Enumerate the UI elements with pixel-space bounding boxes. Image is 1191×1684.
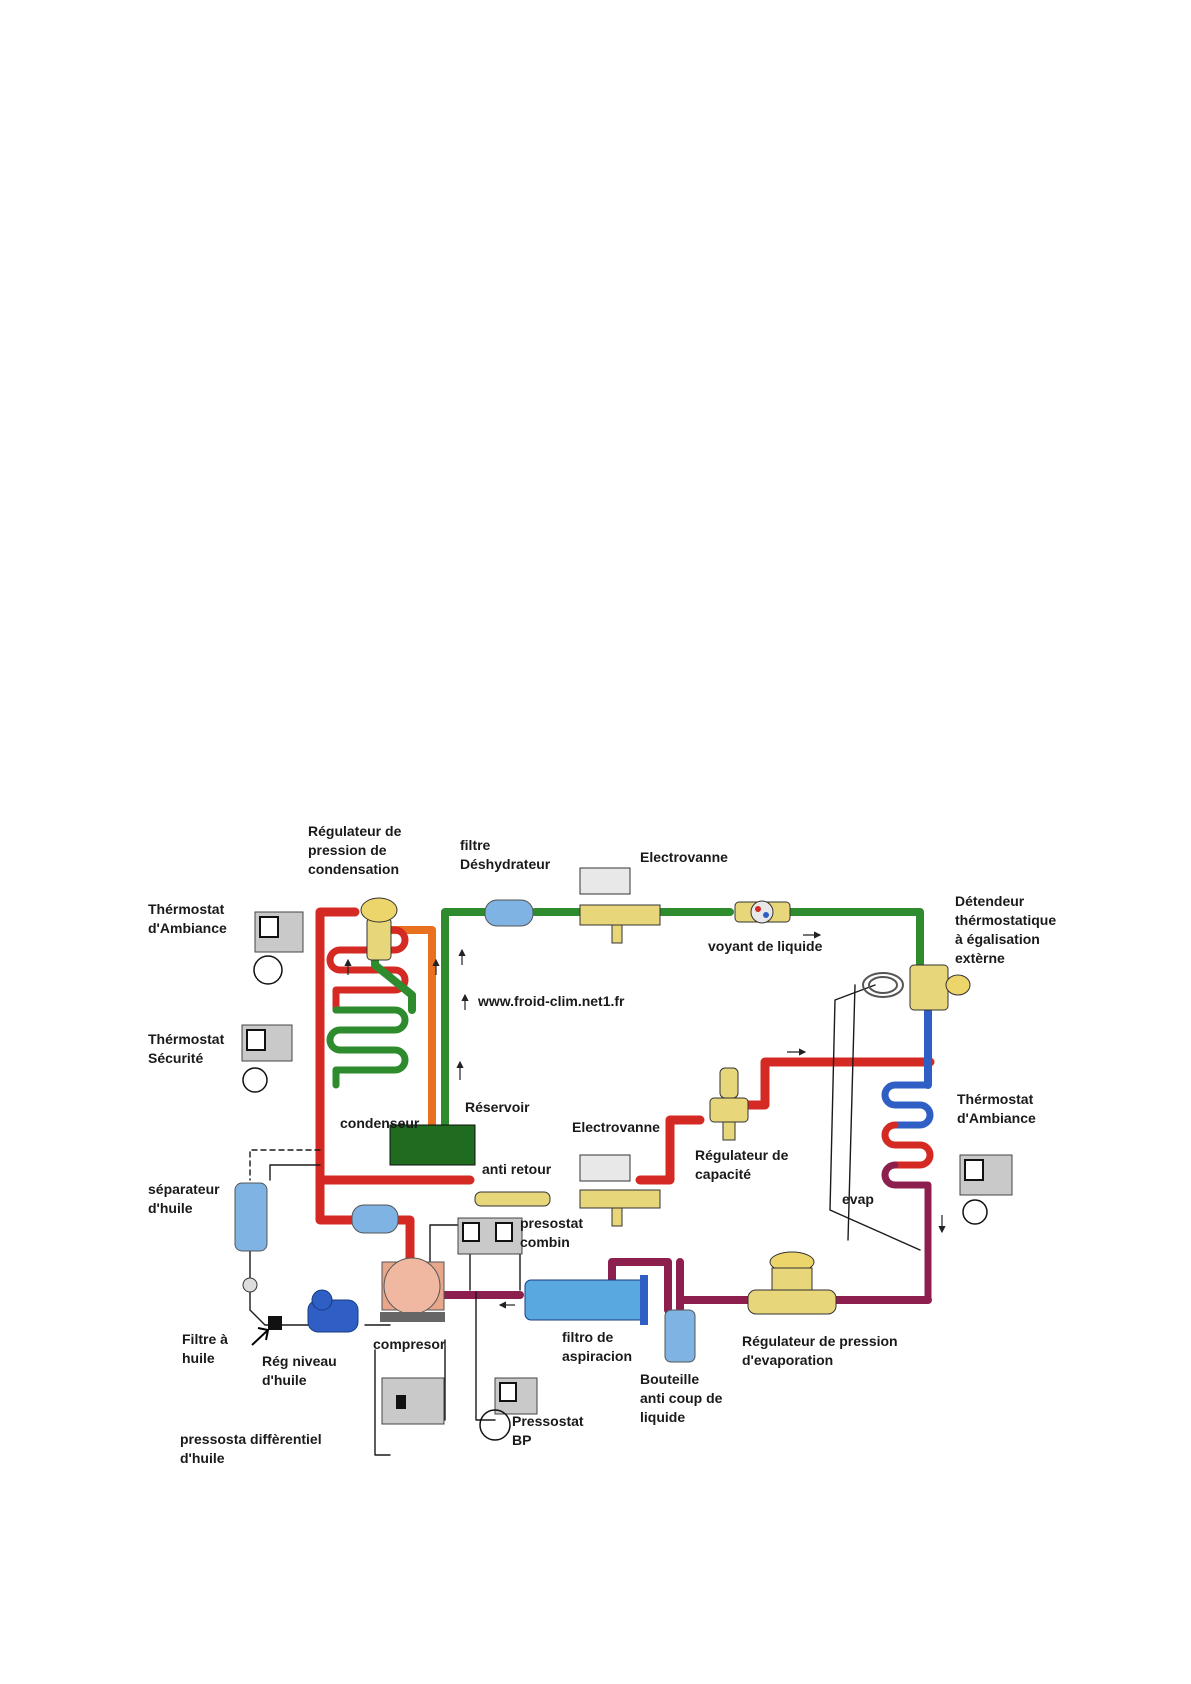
thermostatic-expansion-valve: [862, 964, 971, 1011]
label-regulateur-condensation: Régulateur de pression de condensation: [308, 823, 402, 877]
control-line-separator: [249, 1149, 321, 1181]
receiver-tank: [389, 1124, 476, 1166]
label-separateur-huile: séparateur d'huile: [148, 1181, 220, 1216]
control-line-evap-bulb: [829, 984, 921, 1251]
solenoid-valve-middle: [579, 1154, 661, 1227]
label-reservoir: Réservoir: [465, 1099, 530, 1115]
control-line-separator-2: [269, 1164, 321, 1181]
label-filtro-aspiracion: filtro de aspiracion: [562, 1329, 633, 1364]
label-anti-retour: anti retour: [482, 1161, 552, 1177]
label-detendeur: Détendeur thérmostatique à égalisation e…: [955, 893, 1057, 966]
solenoid-valve-top: [579, 867, 661, 944]
hot-gas-bypass-line: [635, 1115, 705, 1185]
check-valve: [474, 1191, 551, 1207]
oil-separator: [234, 1182, 268, 1252]
label-regulateur-capacite: Régulateur de capacité: [695, 1147, 789, 1182]
condenser-coil-green: [326, 1006, 409, 1089]
sight-glass: [734, 900, 791, 924]
pressostat-bp-box: [479, 1377, 538, 1441]
label-bouteille-anti-coup: Bouteille anti coup de liquide: [640, 1371, 723, 1425]
label-thermostat-securite: Thérmostat Sécurité: [148, 1031, 225, 1066]
website-label: www.froid-clim.net1.fr: [478, 993, 625, 1009]
discharge-muffler: [351, 1204, 399, 1234]
capacity-regulator: [709, 1067, 749, 1141]
label-electrovanne-top: Electrovanne: [640, 849, 728, 865]
thermostat-ambiance-right-box: [959, 1154, 1013, 1225]
condenser-coil-red: [326, 926, 409, 1014]
label-filtre-huile: Filtre à huile: [182, 1331, 228, 1366]
suction-line: [676, 1258, 932, 1322]
label-thermostat-ambiance-left: Thérmostat d'Ambiance: [148, 901, 227, 936]
label-voyant-liquide: voyant de liquide: [708, 938, 823, 954]
label-electrovanne-mid: Electrovanne: [572, 1119, 660, 1135]
evaporator-pressure-regulator: [747, 1251, 837, 1315]
pressostat-bp-line: [475, 1291, 496, 1421]
thermostat-securite-box: [241, 1024, 293, 1093]
liquid-line: [441, 908, 924, 1164]
label-reg-niveau-huile: Rég niveau d'huile: [262, 1353, 337, 1388]
evaporator-coil-blue: [881, 1081, 934, 1129]
oil-filter: [242, 1277, 258, 1293]
label-presostat-combin: presostat combin: [520, 1215, 584, 1250]
label-compresor: compresor: [373, 1336, 446, 1352]
pressostat-diff-line: [374, 1339, 446, 1456]
pressostat-differentiel-box: [381, 1377, 445, 1425]
label-condenseur: condenseur: [340, 1115, 420, 1131]
thermostat-ambiance-left-box: [253, 911, 304, 985]
label-thermostat-ambiance-right: Thérmostat d'Ambiance: [957, 1091, 1036, 1126]
label-filtre-deshydrateur: filtre Déshydrateur: [460, 837, 551, 872]
compressor: [380, 1257, 445, 1322]
evaporator-coil-purple: [881, 1161, 932, 1304]
oil-level-regulator: [251, 1289, 359, 1346]
label-pressostat-bp: Pressostat BP: [512, 1413, 584, 1448]
discharge-line: [315, 907, 415, 1270]
label-regulateur-evaporation: Régulateur de pression d'evaporation: [742, 1333, 898, 1368]
pressostat-combin-box: [457, 1217, 523, 1255]
label-evap: evap: [842, 1191, 874, 1207]
suction-filter: [524, 1275, 648, 1325]
pressostat-combin-lines: [429, 1224, 521, 1291]
suction-accumulator: [664, 1309, 696, 1363]
label-pressostat-differentiel: pressosta diffèrentiel d'huile: [180, 1431, 322, 1466]
filter-drier: [484, 899, 534, 927]
condensing-pressure-regulator: [360, 897, 398, 961]
evaporator-coil-red: [881, 1121, 934, 1169]
